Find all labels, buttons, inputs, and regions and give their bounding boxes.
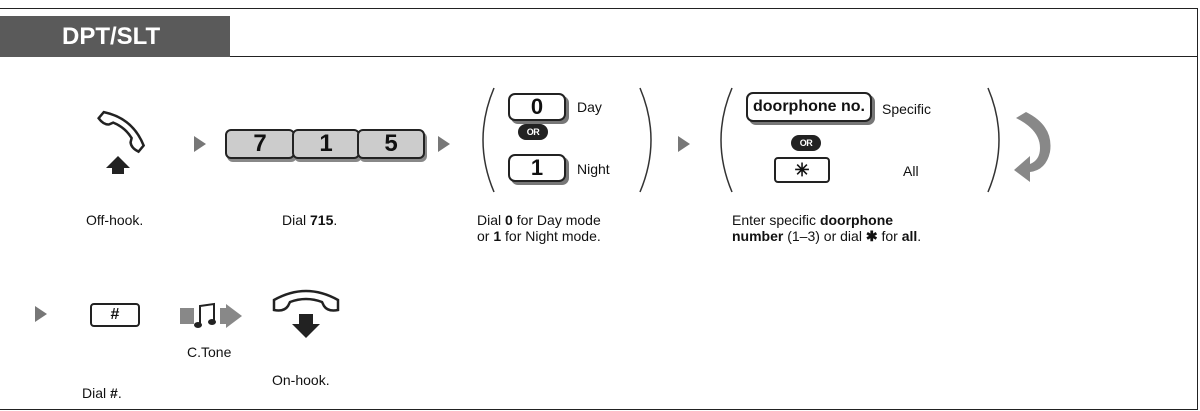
dial-key-1: 1 (292, 129, 360, 159)
dial-key-5: 5 (357, 129, 425, 159)
night-label: Night (577, 161, 610, 177)
confirmation-tone-icon (180, 302, 242, 328)
procedure-frame (0, 8, 1198, 410)
key-1-night: 1 (508, 154, 566, 182)
hash-key: # (90, 303, 140, 327)
doorphone-choice-brackets (720, 87, 1000, 193)
or-badge: OR (518, 124, 548, 140)
key-0-day: 0 (508, 93, 566, 121)
header-tab: DPT/SLT (0, 16, 230, 57)
off-hook-caption: Off-hook. (86, 212, 144, 228)
mode-caption: Dial 0 for Day mode or 1 for Night mode. (477, 212, 601, 244)
off-hook-icon (97, 110, 146, 174)
or-badge: OR (791, 135, 821, 151)
dial-key-7: 7 (225, 129, 295, 159)
c-tone-label: C.Tone (187, 344, 232, 360)
mode-choice-brackets (482, 87, 652, 193)
specific-label: Specific (882, 101, 932, 117)
dial-hash-caption: Dial #. (82, 385, 122, 401)
all-label: All (903, 163, 919, 179)
header-divider (230, 56, 1198, 57)
on-hook-icon (272, 289, 340, 338)
doorphone-caption: Enter specific doorphone number (1–3) or… (732, 212, 922, 244)
doorphone-no-key: doorphone no. (746, 92, 872, 122)
header-title: DPT/SLT (62, 22, 161, 50)
step-arrow (35, 306, 47, 322)
on-hook-caption: On-hook. (272, 372, 330, 388)
step-arrow (194, 136, 206, 152)
step-arrow (678, 136, 690, 152)
dial-715-caption: Dial 715. (282, 212, 338, 228)
day-label: Day (577, 99, 602, 115)
step-arrow (438, 136, 450, 152)
continue-arrow-icon (1014, 112, 1051, 182)
star-key: ✳ (774, 157, 830, 183)
